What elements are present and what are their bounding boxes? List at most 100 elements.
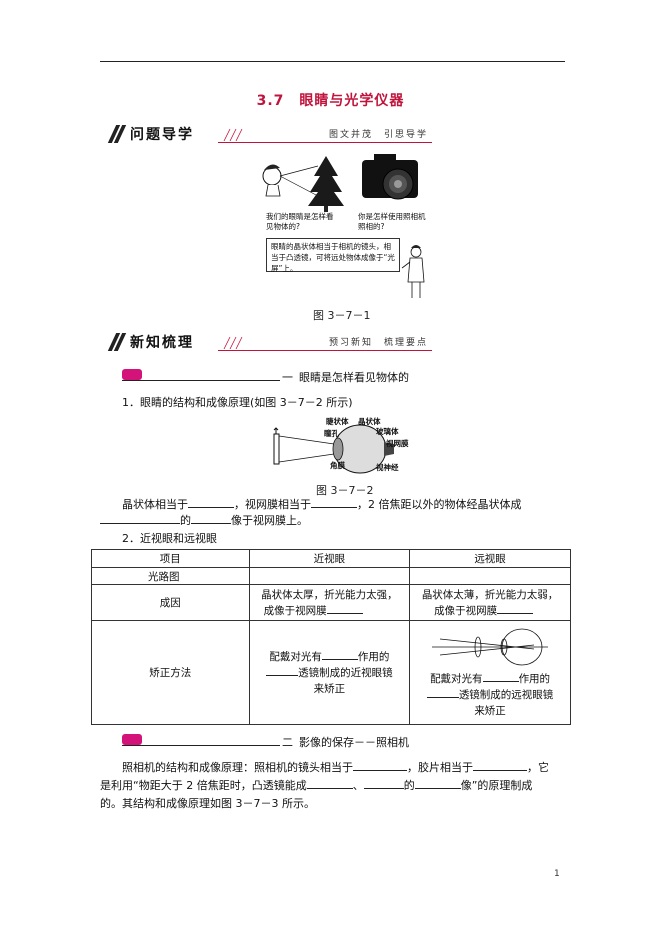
label-ciliary: 睫状体 [326,417,349,426]
hyperopia-lens-diagram [432,628,549,666]
teacher-figure-icon [401,245,425,298]
table-row-path: 光路图 [91,567,571,585]
label-vitreous: 玻璃体 [376,427,399,436]
table-header-myopia: 近视眼 [248,549,411,568]
blank-hyperopia-lens[interactable] [426,687,459,698]
para1-text-d: 的 [180,514,191,527]
para1-text-c: ，2 倍焦距以外的物体经晶状体成 [357,498,522,511]
label-pupil: 瞳孔 [324,429,339,438]
cause-hyperopia-line1: 晶状体太薄，折光能力太弱， [421,588,559,601]
slash-icon [107,125,127,143]
figure-caption-2: 图 3－7－2 [316,484,374,497]
table-header-hyperopia: 远视眼 [409,549,571,568]
section-underline [122,380,280,381]
section-1-title-text: 眼睛是怎样看见物体的 [299,371,409,384]
header-rule [100,61,565,62]
section-dash: 一 [282,371,293,384]
page-number: 1 [554,869,560,879]
speech-bubble: 眼睛的晶状体相当于相机的镜头，相当于凸透镜，可将远处物体成像于“光屏”上。 [266,238,400,273]
table-cell-empty [409,567,571,585]
eye-structure-diagram [273,424,394,474]
table-row-cause: 成因 晶状体太厚，折光能力太强， 成像于视网膜 晶状体太薄，折光能力太弱， 成像… [91,584,571,621]
fix-myopia-line1: 配戴对光有 作用的 [250,649,410,665]
banner-rule [218,142,432,143]
fix-myopia-text-3: 透镜制成的近视眼镜 [298,666,393,679]
fix-hyperopia-text-3: 透镜制成的远视眼镜 [458,689,554,701]
para1-text-e: 像于视网膜上。 [231,514,308,527]
blank-hyperopia-position[interactable] [497,603,534,614]
blank-image-type-1[interactable] [100,513,180,524]
label-optic-nerve: 视神经 [376,463,399,472]
section-banner-xinzhi: 新知梳理 预习新知 梳理要点 [107,331,432,353]
blank-retina-1[interactable] [311,497,357,508]
fix-myopia-text-2: 作用的 [357,650,390,663]
para2-text-e: 、 [352,779,364,792]
para2-text-b: ，胶片相当于 [407,761,473,774]
cause-hyperopia-text: 成像于视网膜 [434,604,498,617]
item-2-heading: 2．近视眼和远视眼 [122,532,217,545]
blank-image-attr-2[interactable] [363,778,404,789]
para2-text-g: 像”的原理制成 [460,779,533,792]
blank-image-attr-3[interactable] [414,778,461,789]
table-cause-myopia: 晶状体太厚，折光能力太强， 成像于视网膜 [248,584,411,621]
para2-text-a: 照相机的结构和成像原理：照相机的镜头相当于 [122,761,353,774]
paragraph-camera-2: 是利用“物距大于 2 倍焦距时，凸透镜能成 、 的 像”的原理制成 [100,778,567,794]
fix-myopia-text-1: 配戴对光有 [269,650,322,663]
blank-myopia-effect[interactable] [321,649,358,660]
blank-film[interactable] [473,760,527,771]
slash-icon [107,333,127,351]
blank-myopia-lens[interactable] [266,665,299,676]
blank-camera-lens[interactable] [353,760,407,771]
fix-hyperopia-text-4: 来矫正 [474,705,506,717]
light-ray-icon [279,165,319,197]
cause-myopia-line2: 成像于视网膜 [250,603,410,619]
table-row-header: 项目 近视眼 远视眼 [91,549,571,568]
fix-hyperopia-line1: 配戴对光有作用的 [410,671,570,687]
blank-myopia-position[interactable] [326,603,363,614]
blank-image-attr-1[interactable] [306,778,353,789]
figure-3-7-2: 睫状体 晶状体 瞳孔 玻璃体 视网膜 角膜 视神经 [272,414,418,476]
label-lens: 晶状体 [358,417,381,426]
fix-myopia-text-4: 来矫正 [313,682,346,695]
blank-image-type-2[interactable] [191,513,231,524]
paragraph-lens-analogy: 晶状体相当于，视网膜相当于，2 倍焦距以外的物体经晶状体成 [122,497,562,513]
table-label-path: 光路图 [91,567,250,585]
section-banner-wenti: 问题导学 图文并茂 引思导学 [107,123,432,145]
table-label-cause: 成因 [91,584,250,621]
fix-hyperopia-line2: 透镜制成的远视眼镜 [410,687,570,703]
page-title: 3.7 眼睛与光学仪器 [256,93,405,109]
para2-text-c: ，它 [527,761,549,774]
blank-hyperopia-effect[interactable] [482,671,519,682]
eye-defect-table: 项目 近视眼 远视眼 光路图 成因 晶状体太厚，折光能力太强， 成像于视网膜 晶… [91,549,571,725]
camera-icon [362,154,418,200]
para2-text-f: 的 [403,779,415,792]
banner-subtitle: 图文并茂 引思导学 [328,130,428,140]
paragraph-camera-1: 照相机的结构和成像原理：照相机的镜头相当于 ，胶片相当于 ，它 [122,760,567,776]
tree-icon [308,156,344,212]
label-cornea: 角膜 [330,461,345,470]
cause-myopia-line1: 晶状体太厚，折光能力太强， [261,588,398,601]
table-label-fix: 矫正方法 [91,620,250,725]
paragraph-lens-analogy-cont: 的 像于视网膜上。 [100,513,560,529]
table-fix-myopia: 配戴对光有 作用的 透镜制成的近视眼镜 来矫正 [248,620,411,725]
question-left: 我们的眼睛是怎样看见物体的? [266,212,334,231]
para2-text-d: 是利用“物距大于 2 倍焦距时，凸透镜能成 [100,779,307,792]
table-header-item: 项目 [91,549,250,568]
figure-3-7-1: 我们的眼睛是怎样看见物体的? 你是怎样使用照相机照相的? 眼睛的晶状体相当于相机… [258,152,428,302]
figure-caption-1: 图 3－7－1 [313,309,371,322]
banner-rule [218,350,432,351]
table-cause-hyperopia: 晶状体太薄，折光能力太弱， 成像于视网膜 [409,584,571,621]
question-right: 你是怎样使用照相机照相的? [358,212,426,231]
section-marker [122,734,142,745]
blank-lens-1[interactable] [188,497,234,508]
table-row-fix: 矫正方法 配戴对光有作用的 透镜制成的近视眼镜 来矫正 配戴对光有作用的 透镜制… [91,620,571,725]
section-2-title-text: 影像的保存－－照相机 [299,736,409,749]
section-dash: 二 [282,736,293,749]
hatch-decoration-icon [223,336,243,349]
fix-hyperopia-text-1: 配戴对光有 [430,673,483,685]
item-1-heading: 1．眼睛的结构和成像原理(如图 3－7－2 所示) [122,396,353,409]
section-marker [122,369,142,380]
table-fix-hyperopia: 配戴对光有作用的 透镜制成的远视眼镜 来矫正 [409,620,571,725]
section-underline [122,745,280,746]
section-1-title: 一眼睛是怎样看见物体的 [282,370,409,386]
